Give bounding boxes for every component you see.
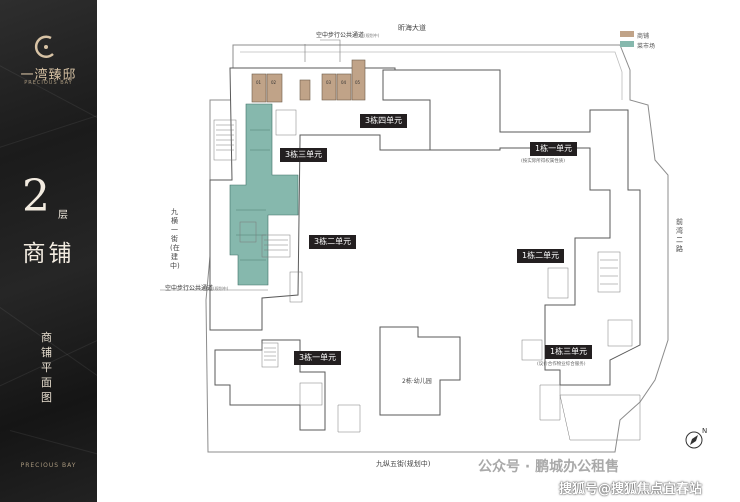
shop-04 [336, 73, 352, 101]
shop-01 [251, 73, 267, 103]
unit-label-3-1: 3栋一单元 [294, 351, 342, 365]
street-north: 昕海大道 [398, 24, 426, 32]
corridor-top-note: (规划中) [364, 33, 380, 38]
shop-number: 05 [355, 80, 361, 85]
building-1-outline [382, 69, 641, 386]
corridor-mid: 空中步行公共通道(规划中) [165, 285, 229, 292]
corridor-top: 空中步行公共通道(规划中) [316, 32, 380, 39]
market-area [229, 103, 299, 286]
corridor-mid-note: (规划中) [213, 286, 229, 291]
unit-label-3-2: 3栋二单元 [309, 235, 357, 249]
shop-03 [321, 73, 337, 101]
shop-05 [351, 59, 366, 101]
legend-label-shop: 商铺 [637, 33, 650, 40]
unit-label-1-2: 1栋二单元 [517, 249, 565, 263]
street-west: 九横一街(在建中) [170, 208, 180, 270]
compass-north-label: N [702, 427, 708, 435]
unit-note-1-1: (按实际所得权属性质) [521, 159, 566, 164]
shop-02 [266, 73, 283, 103]
unit-label-1-3: 1栋三单元 [545, 345, 593, 359]
legend-label-market: 菜市场 [637, 43, 656, 50]
floor-unit: 层 [58, 210, 68, 221]
bottom-brand-logo: PRECIOUS BAY [20, 462, 77, 469]
street-south: 九纵五街(规划中) [376, 460, 431, 468]
brand-name-en: PRECIOUS BAY [24, 80, 73, 86]
compass-icon [685, 431, 703, 449]
floor-number: 2 [22, 171, 50, 222]
unit-label-3-4: 3栋四单元 [360, 114, 408, 128]
street-east: 前湾二路 [676, 218, 683, 253]
unit-label-1-1: 1栋一单元 [530, 142, 578, 156]
kindergarten-label: 2栋·幼儿园 [402, 378, 432, 385]
shop-number: 03 [326, 80, 332, 85]
brand-logo-icon [34, 35, 54, 58]
unit-label-3-3: 3栋三单元 [280, 148, 328, 162]
floor-plan [160, 39, 669, 453]
shop-06 [299, 79, 311, 101]
sidebar-panel: 一湾臻邸 PRECIOUS BAY 2 层 商铺 商铺平面图 PRECIOUS … [0, 0, 97, 502]
shop-number: 01 [256, 80, 262, 85]
building-2-outline [379, 326, 461, 416]
legend-swatch-market [620, 41, 634, 47]
brand-name: 一湾臻邸 [20, 68, 77, 83]
unit-note-1-3: (议价合作物业综合服务) [537, 362, 586, 367]
legend-swatch-shop [620, 31, 634, 37]
shop-number: 02 [271, 80, 277, 85]
shop-number: 04 [341, 80, 347, 85]
plan-title: 商铺平面图 [41, 331, 52, 404]
watermark-wechat: 公众号 · 鹏城办公租售 [478, 459, 620, 475]
floor-type: 商铺 [22, 241, 75, 267]
watermark-sohu: 搜狐号@搜狐焦点宜春站 [559, 482, 703, 497]
